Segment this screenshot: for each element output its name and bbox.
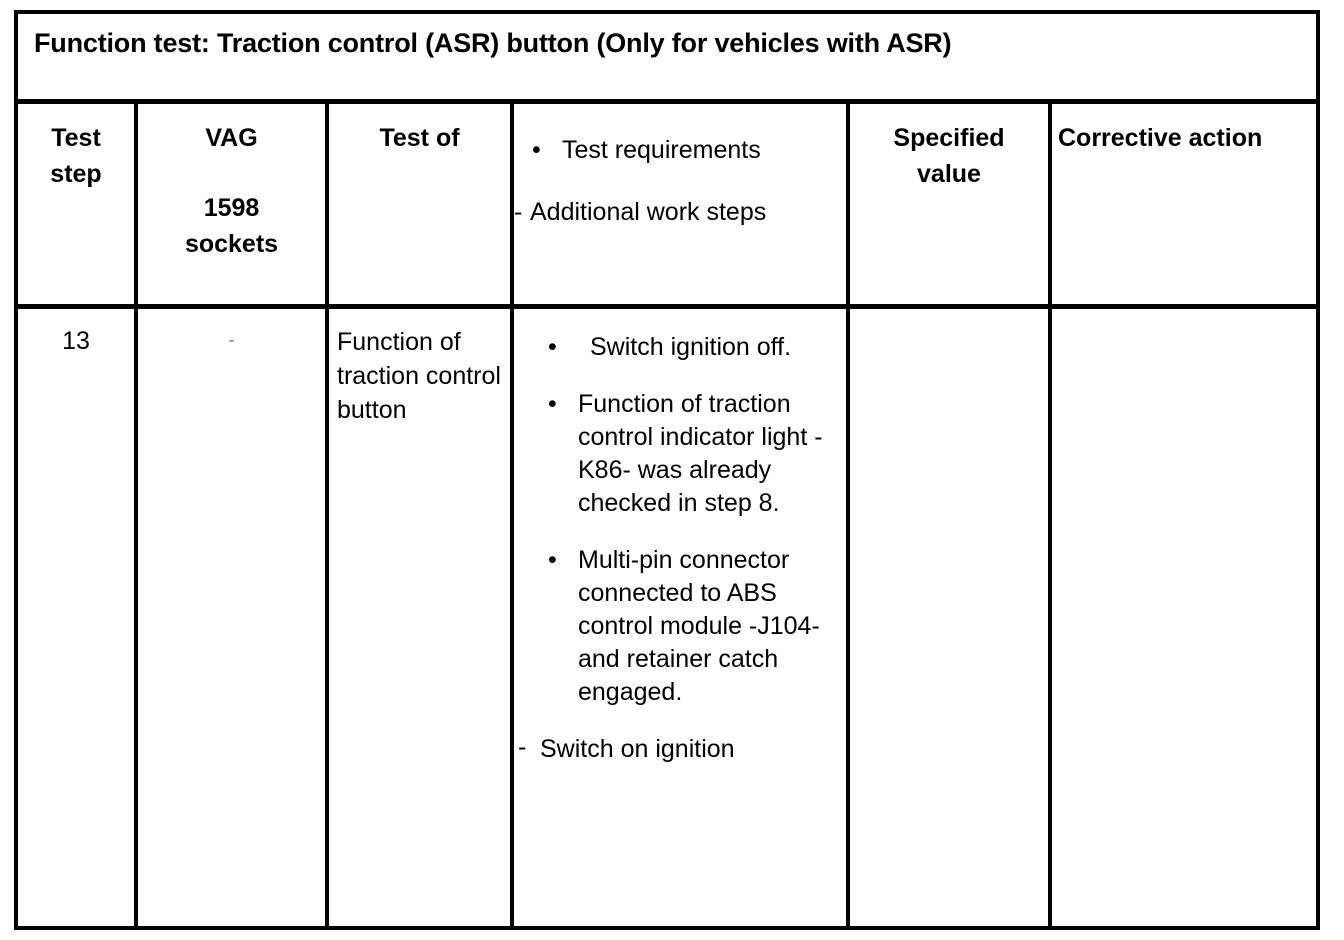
header-requirements-bullet-label: Test requirements bbox=[562, 136, 761, 164]
header-requirements-dash-label: Additional work steps bbox=[530, 198, 767, 226]
function-test-table: Function test: Traction control (ASR) bu… bbox=[14, 10, 1320, 930]
table-title-row: Function test: Traction control (ASR) bu… bbox=[18, 14, 1316, 104]
column-divider-5 bbox=[1048, 104, 1052, 304]
table-header-row: Test step VAG 1598 sockets Test of • Tes… bbox=[18, 104, 1316, 309]
list-item-text: Function of traction control indicator l… bbox=[578, 390, 823, 517]
header-specified-value: Specified value bbox=[850, 120, 1048, 192]
list-item: • Multi-pin connector connected to ABS c… bbox=[518, 544, 848, 709]
list-item-text: Multi-pin connector connected to ABS con… bbox=[578, 546, 820, 706]
header-specified-value-line2: value bbox=[917, 160, 981, 188]
list-item-text: Switch ignition off. bbox=[590, 333, 792, 361]
header-requirements-bullet-line: • Test requirements bbox=[514, 134, 846, 166]
bullet-icon: • bbox=[532, 136, 541, 164]
column-divider-2 bbox=[325, 104, 329, 304]
list-item: • Switch ignition off. bbox=[518, 331, 848, 364]
header-requirements: • Test requirements - Additional work st… bbox=[514, 134, 846, 228]
column-divider-1-body bbox=[134, 309, 138, 926]
header-specified-value-line1: Specified bbox=[893, 124, 1005, 152]
bullet-icon: • bbox=[548, 546, 557, 574]
column-divider-3 bbox=[510, 104, 514, 304]
header-vag-line1: VAG bbox=[205, 124, 258, 152]
column-divider-1 bbox=[134, 104, 138, 304]
bullet-icon: • bbox=[548, 333, 557, 361]
header-vag: VAG 1598 sockets bbox=[138, 120, 325, 262]
cell-requirements: • Switch ignition off. • Function of tra… bbox=[518, 331, 848, 766]
column-divider-5-body bbox=[1048, 309, 1052, 926]
column-divider-2-body bbox=[325, 309, 329, 926]
header-test-step: Test step bbox=[18, 120, 134, 192]
cell-vag: - bbox=[228, 332, 235, 349]
header-vag-line2: 1598 bbox=[203, 194, 260, 222]
dash-icon: - bbox=[518, 733, 527, 761]
cell-test-step: 13 bbox=[62, 327, 90, 355]
header-test-step-line1: Test bbox=[51, 124, 101, 152]
bullet-icon: • bbox=[548, 390, 557, 418]
column-divider-4-body bbox=[846, 309, 850, 926]
header-test-of: Test of bbox=[379, 124, 460, 152]
cell-test-of: Function of traction control button bbox=[337, 328, 501, 424]
list-item: - Switch on ignition bbox=[518, 733, 848, 766]
table-row: 13 - Function of traction control button… bbox=[18, 309, 1316, 926]
page-title: Function test: Traction control (ASR) bu… bbox=[34, 28, 952, 58]
header-vag-line3: sockets bbox=[184, 230, 279, 258]
header-test-step-line2: step bbox=[50, 160, 102, 188]
header-requirements-dash-line: - Additional work steps bbox=[514, 196, 846, 228]
column-divider-3-body bbox=[510, 309, 514, 926]
column-divider-4 bbox=[846, 104, 850, 304]
list-item-text: Switch on ignition bbox=[540, 735, 735, 763]
dash-icon: - bbox=[514, 198, 523, 226]
header-corrective-action: Corrective action bbox=[1058, 124, 1263, 152]
list-item: • Function of traction control indicator… bbox=[518, 388, 848, 520]
